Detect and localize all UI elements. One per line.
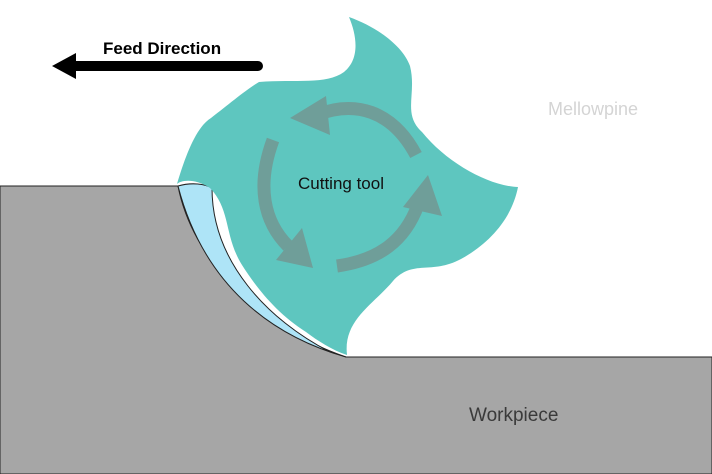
rotation-arrowheads — [276, 96, 442, 268]
feed-direction-arrow — [52, 53, 263, 79]
cutting-tool-label: Cutting tool — [298, 174, 384, 193]
watermark-logo-text: Mellowpine — [548, 99, 638, 119]
workpiece-label: Workpiece — [469, 405, 558, 426]
arrowhead-left — [276, 228, 313, 268]
rotation-arrows — [257, 102, 425, 273]
arrowhead-top — [290, 96, 330, 135]
cutting-tool — [177, 17, 518, 355]
feed-direction-label: Feed Direction — [103, 39, 221, 58]
feed-arrowhead — [52, 53, 76, 79]
arrowhead-right — [403, 175, 442, 216]
